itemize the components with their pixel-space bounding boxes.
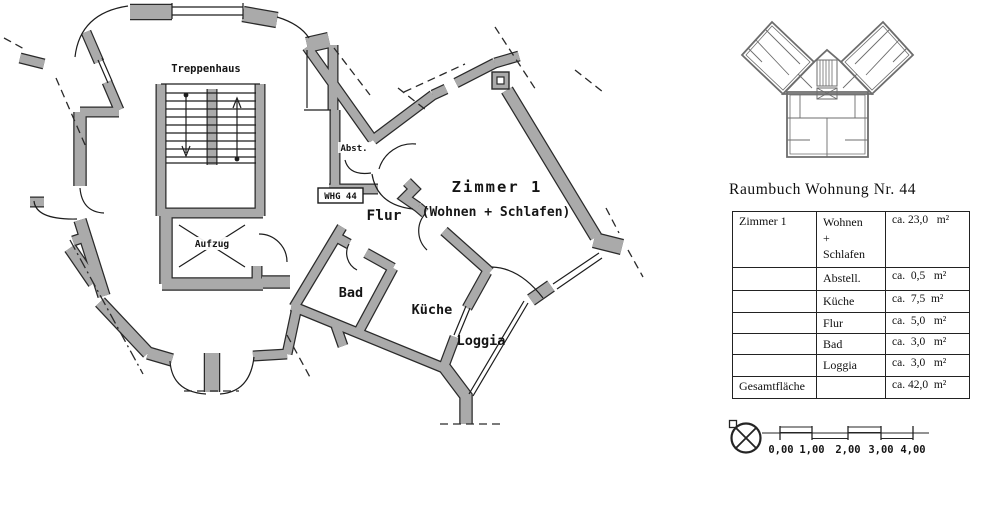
table-row: Bad ca. 3,0 m² (732, 333, 970, 355)
cell-room: Gesamtfläche (732, 376, 817, 399)
label-kueche: Küche (412, 302, 453, 318)
cell-area: ca. 3,0 m² (885, 354, 970, 377)
label-zimmer1-sub: (Wohnen + Schlafen) (422, 205, 571, 220)
label-treppenhaus: Treppenhaus (171, 63, 241, 75)
raumbuch-title: Raumbuch Wohnung Nr. 44 (729, 181, 917, 198)
label-bg (338, 142, 370, 153)
cell-area: ca. 3,0 m² (885, 333, 970, 355)
cell-use: Abstell. (816, 267, 886, 291)
cell-area: ca. 0,5 m² (885, 267, 970, 291)
whg-badge-box (317, 187, 364, 204)
scale-bar: 0,00 1,00 2,00 3,00 4,00 (762, 426, 929, 456)
plan-labels: Treppenhaus Aufzug Abst. WHG 44 Flur Zim… (171, 63, 570, 349)
cell-room (732, 354, 817, 377)
table-row: Küche ca. 7,5 m² (732, 290, 970, 313)
cell-room (732, 333, 817, 355)
scale-label-4: 4,00 (900, 444, 925, 456)
table-row: Loggia ca. 3,0 m² (732, 354, 970, 377)
label-aufzug: Aufzug (195, 239, 230, 250)
label-bg (188, 237, 236, 250)
raumbuch-table: Zimmer 1 Wohnen + Schlafen ca. 23,0 m² A… (732, 211, 970, 399)
wall-fills (18, 5, 624, 424)
axis-lines (69, 239, 144, 375)
cell-use: Flur (816, 312, 886, 334)
cell-use: Küche (816, 290, 886, 313)
scale-label-3: 3,00 (868, 444, 893, 456)
north-symbol-icon (728, 419, 762, 454)
cell-use: Wohnen + Schlafen (816, 211, 886, 268)
cell-room: Zimmer 1 (732, 211, 817, 268)
column (491, 71, 510, 90)
cell-room (732, 290, 817, 313)
label-whg-44: WHG 44 (324, 192, 357, 202)
cell-room (732, 267, 817, 291)
table-row: Abstell. ca. 0,5 m² (732, 267, 970, 291)
label-zimmer1: Zimmer 1 (452, 178, 543, 196)
cell-room (732, 312, 817, 334)
cell-area: ca. 42,0 m² (885, 376, 970, 399)
label-bad: Bad (339, 285, 363, 301)
dashed-projection-lines (3, 26, 644, 425)
thin-linework (33, 3, 603, 397)
scale-label-2: 2,00 (835, 444, 860, 456)
cell-use (816, 376, 886, 399)
cell-use: Loggia (816, 354, 886, 377)
cell-area: ca. 5,0 m² (885, 312, 970, 334)
table-row: Flur ca. 5,0 m² (732, 312, 970, 334)
table-row: Gesamtfläche ca. 42,0 m² (732, 376, 970, 399)
overview-key-plan (740, 20, 915, 158)
scale-label-0: 0,00 (768, 444, 793, 456)
scale-label-1: 1,00 (799, 444, 824, 456)
label-abstellraum: Abst. (340, 144, 367, 154)
table-row: Zimmer 1 Wohnen + Schlafen ca. 23,0 m² (732, 211, 970, 268)
cell-use: Bad (816, 333, 886, 355)
cell-area: ca. 7,5 m² (885, 290, 970, 313)
cell-area: ca. 23,0 m² (885, 211, 970, 268)
label-flur: Flur (367, 208, 402, 224)
label-loggia: Loggia (457, 333, 506, 349)
